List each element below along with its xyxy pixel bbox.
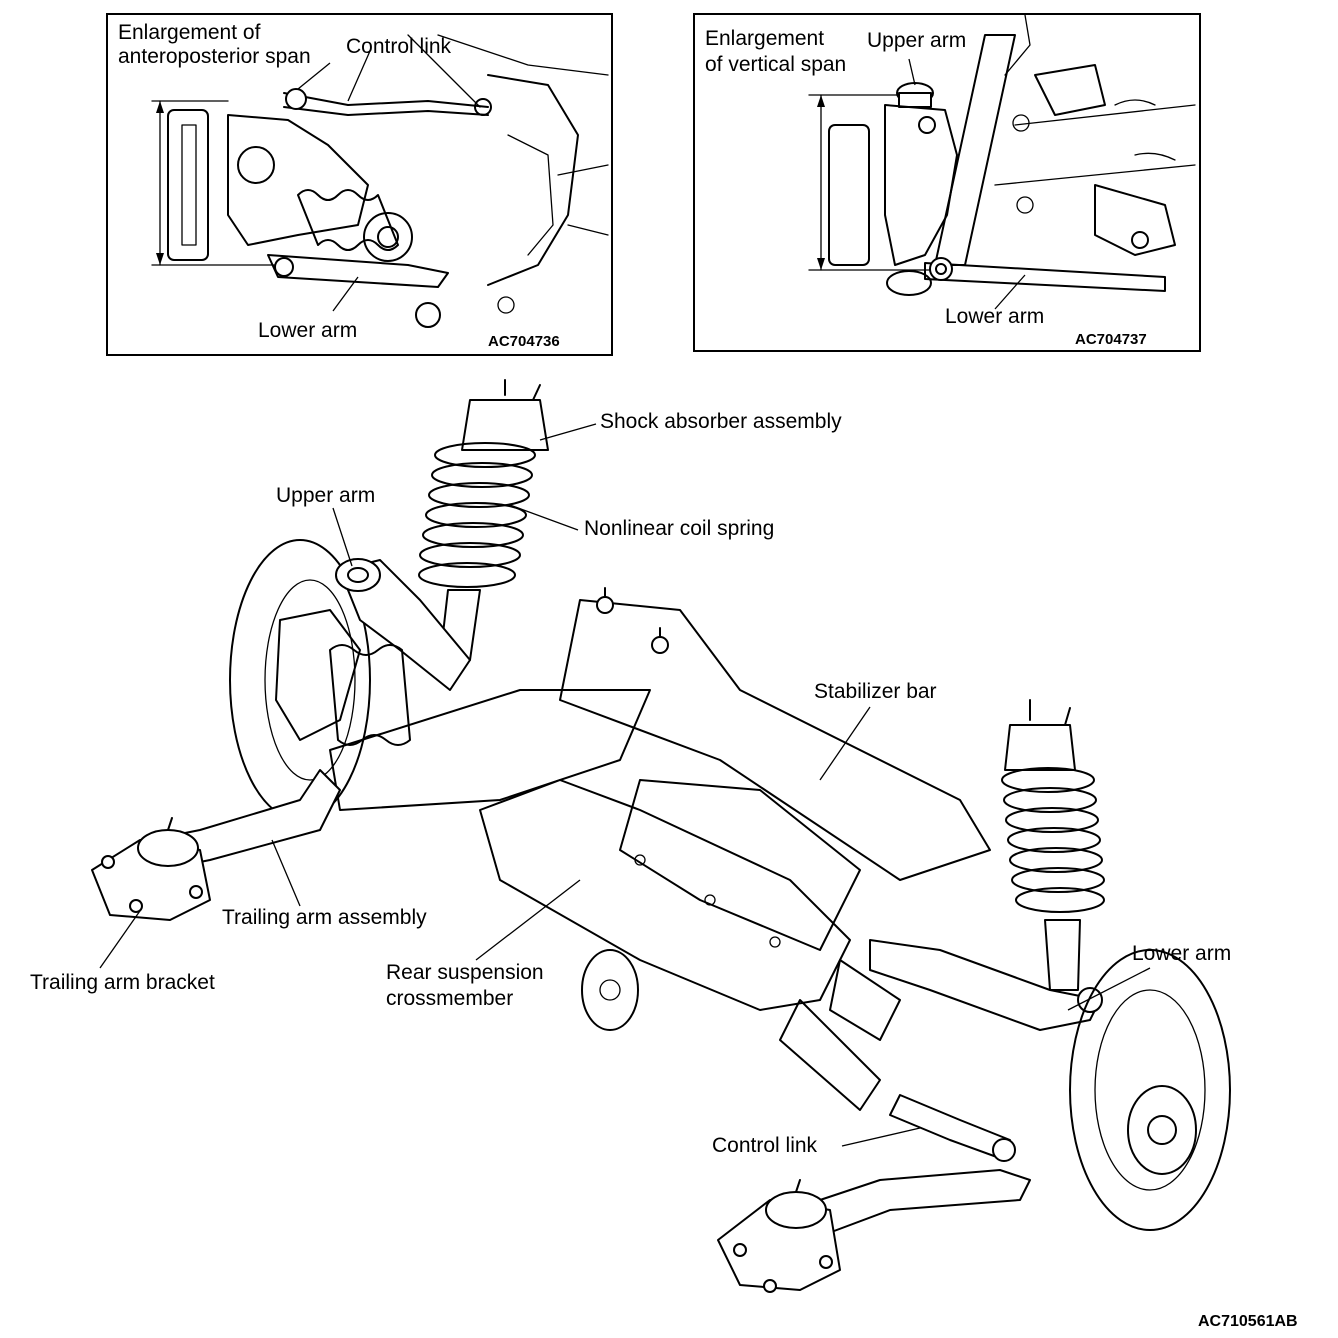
label-control-link: Control link <box>712 1134 818 1157</box>
left-upper-arm <box>339 559 471 691</box>
inset-right-title-line1: Enlargement <box>705 27 825 50</box>
leader-stabilizer-bar <box>819 706 871 781</box>
label-lower-arm: Lower arm <box>1132 942 1232 965</box>
inset-anteroposterior-span: Enlargement of anteroposterior span Cont… <box>106 13 613 356</box>
label-trailing-arm-assembly: Trailing arm assembly <box>222 906 427 929</box>
inset-left-figure-code: AC704736 <box>488 333 560 350</box>
leader-control-link <box>841 1127 921 1147</box>
left-shock-absorber <box>418 379 549 661</box>
inset-left-lower-arm-label: Lower arm <box>258 319 358 342</box>
label-shock-absorber-assembly: Shock absorber assembly <box>600 410 842 433</box>
leader-trailing-arm-bracket <box>99 907 143 969</box>
right-brake-disc <box>1069 949 1231 1231</box>
inset-right-upper-arm-label: Upper arm <box>867 29 967 52</box>
leader-coil-spring <box>509 504 579 531</box>
differential <box>619 779 861 951</box>
rear-suspension-crossmember <box>479 779 851 1011</box>
leader-trailing-arm-assembly <box>271 839 301 907</box>
label-crossmember-line2: crossmember <box>386 987 514 1010</box>
label-nonlinear-coil-spring: Nonlinear coil spring <box>584 517 775 540</box>
inset-right-lower-arm-label: Lower arm <box>945 305 1045 328</box>
right-control-link <box>889 1094 1011 1161</box>
leader-shock-absorber <box>539 423 597 441</box>
label-stabilizer-bar: Stabilizer bar <box>814 680 937 703</box>
inset-left-title-line1: Enlargement of <box>118 21 261 44</box>
inset-vertical-span: Enlargement of vertical span Upper arm L… <box>693 13 1201 352</box>
right-lower-arm <box>869 939 1101 1031</box>
leader-lower-arm <box>1067 967 1151 1011</box>
inset-right-title-line2: of vertical span <box>705 53 847 76</box>
inset-right-drawing <box>808 15 1196 310</box>
main-figure-code: AC710561AB <box>1198 1313 1298 1330</box>
leader-crossmember <box>475 879 581 961</box>
right-shock-absorber <box>1001 699 1105 991</box>
label-crossmember-line1: Rear suspension <box>386 961 544 984</box>
label-upper-arm: Upper arm <box>276 484 376 507</box>
inset-left-control-link-label: Control link <box>346 35 452 58</box>
inset-right-figure-code: AC704737 <box>1075 331 1147 348</box>
label-trailing-arm-bracket: Trailing arm bracket <box>30 971 215 994</box>
stabilizer-bar <box>559 599 991 881</box>
leader-upper-arm <box>332 507 353 567</box>
inset-left-drawing <box>151 34 609 328</box>
inset-left-title-line2: anteroposterior span <box>118 45 311 68</box>
